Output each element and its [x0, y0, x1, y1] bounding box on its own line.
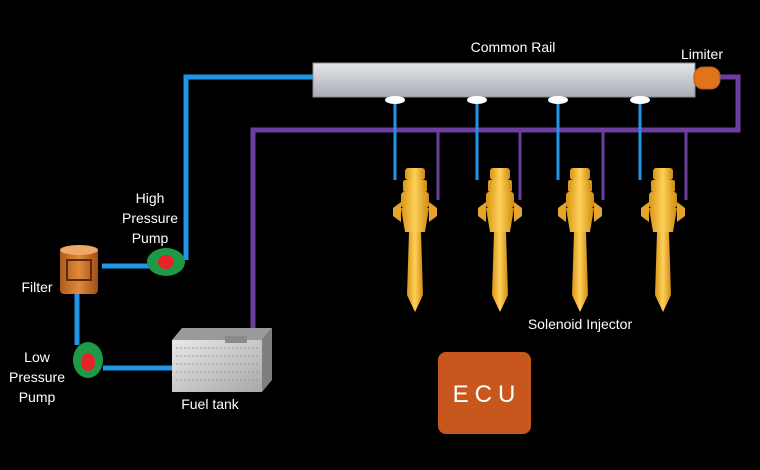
rail-outlets [385, 96, 650, 104]
ecu-box [438, 352, 531, 434]
injector [641, 168, 685, 312]
limiter-label: Limiter [681, 46, 723, 62]
filter [60, 245, 98, 294]
high-pressure-pump-label-line3: Pump [132, 230, 169, 246]
injector [558, 168, 602, 312]
solenoid-injector-label: Solenoid Injector [528, 316, 633, 332]
common-rail [312, 62, 696, 98]
injector [478, 168, 522, 312]
high-pressure-pump-label-line2: Pressure [122, 210, 178, 226]
return-line [250, 74, 741, 330]
filter-label: Filter [21, 279, 52, 295]
common-rail-label: Common Rail [471, 39, 556, 55]
fuel-tank [172, 328, 272, 392]
injector [393, 168, 437, 312]
limiter [693, 66, 721, 90]
low-pressure-pump-label-line1: Low [24, 349, 51, 365]
high-pressure-pump-label-line1: High [136, 190, 165, 206]
low-pressure-pump-label-line2: Pressure [9, 369, 65, 385]
low-pressure-pump [73, 342, 103, 378]
fuel-tank-label: Fuel tank [181, 396, 240, 412]
high-pressure-pump [147, 248, 185, 276]
fuel-line [74, 74, 642, 371]
ecu-label: ECU [453, 381, 522, 408]
low-pressure-pump-label-line3: Pump [19, 389, 56, 405]
